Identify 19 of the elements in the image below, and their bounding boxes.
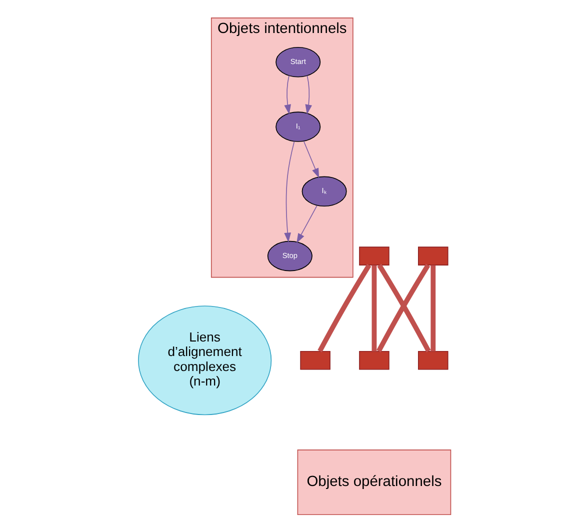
node-ellipse: I₁ <box>275 112 320 142</box>
node-ellipse: Start <box>275 46 320 78</box>
arrow <box>296 205 317 244</box>
node-ellipse: Iₖ <box>301 176 346 207</box>
node-ellipse: Stop <box>266 240 312 272</box>
node-box <box>418 350 448 370</box>
node-box <box>358 246 389 266</box>
arrow <box>284 141 294 243</box>
node-box: Objets opérationnels <box>296 450 451 516</box>
connector <box>317 264 371 352</box>
arrow <box>302 140 319 178</box>
arrow <box>304 75 312 114</box>
node-box <box>418 246 448 266</box>
node-box <box>358 350 389 370</box>
node-box <box>300 350 330 370</box>
connector <box>430 265 436 352</box>
connector <box>371 265 376 352</box>
node-ellipse: Liens d’alignement complexes (n-m) <box>138 306 272 416</box>
arrow <box>284 75 290 114</box>
